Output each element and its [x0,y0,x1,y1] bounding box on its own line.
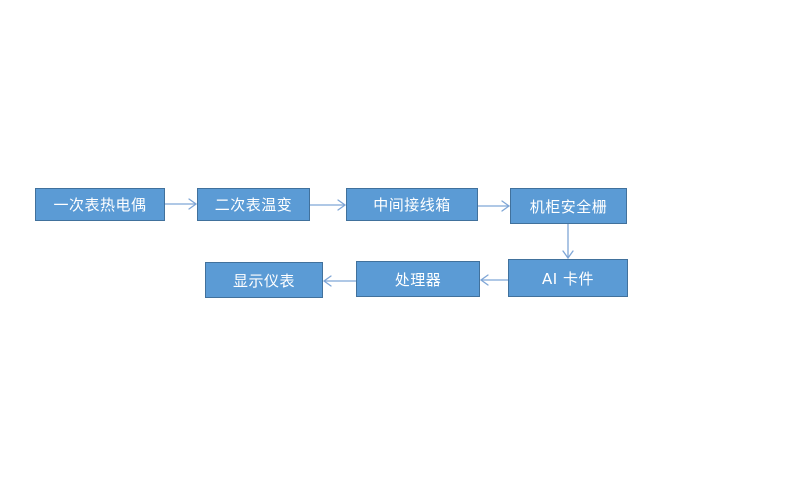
node-processor: 处理器 [356,261,480,297]
node-ai-card: AI 卡件 [508,259,628,297]
node-label: 二次表温变 [214,196,293,214]
node-thermocouple: 一次表热电偶 [35,188,165,221]
node-display-instrument: 显示仪表 [205,262,323,298]
node-safety-barrier: 机柜安全栅 [510,188,627,224]
node-label: 中间接线箱 [373,196,451,214]
node-label: 显示仪表 [232,271,295,290]
arrow-n4-n5 [562,224,574,260]
node-label: 一次表热电偶 [53,196,147,214]
node-temperature-transmitter: 二次表温变 [197,188,310,221]
node-label: AI 卡件 [542,269,594,288]
arrow-n5-n6 [479,274,508,286]
node-label: 处理器 [394,270,442,289]
arrow-n6-n7 [322,275,356,287]
arrow-n3-n4 [478,200,511,212]
node-label: 机柜安全栅 [529,197,608,216]
arrow-n2-n3 [310,199,347,211]
arrow-n1-n2 [165,198,198,210]
node-junction-box: 中间接线箱 [346,188,478,221]
